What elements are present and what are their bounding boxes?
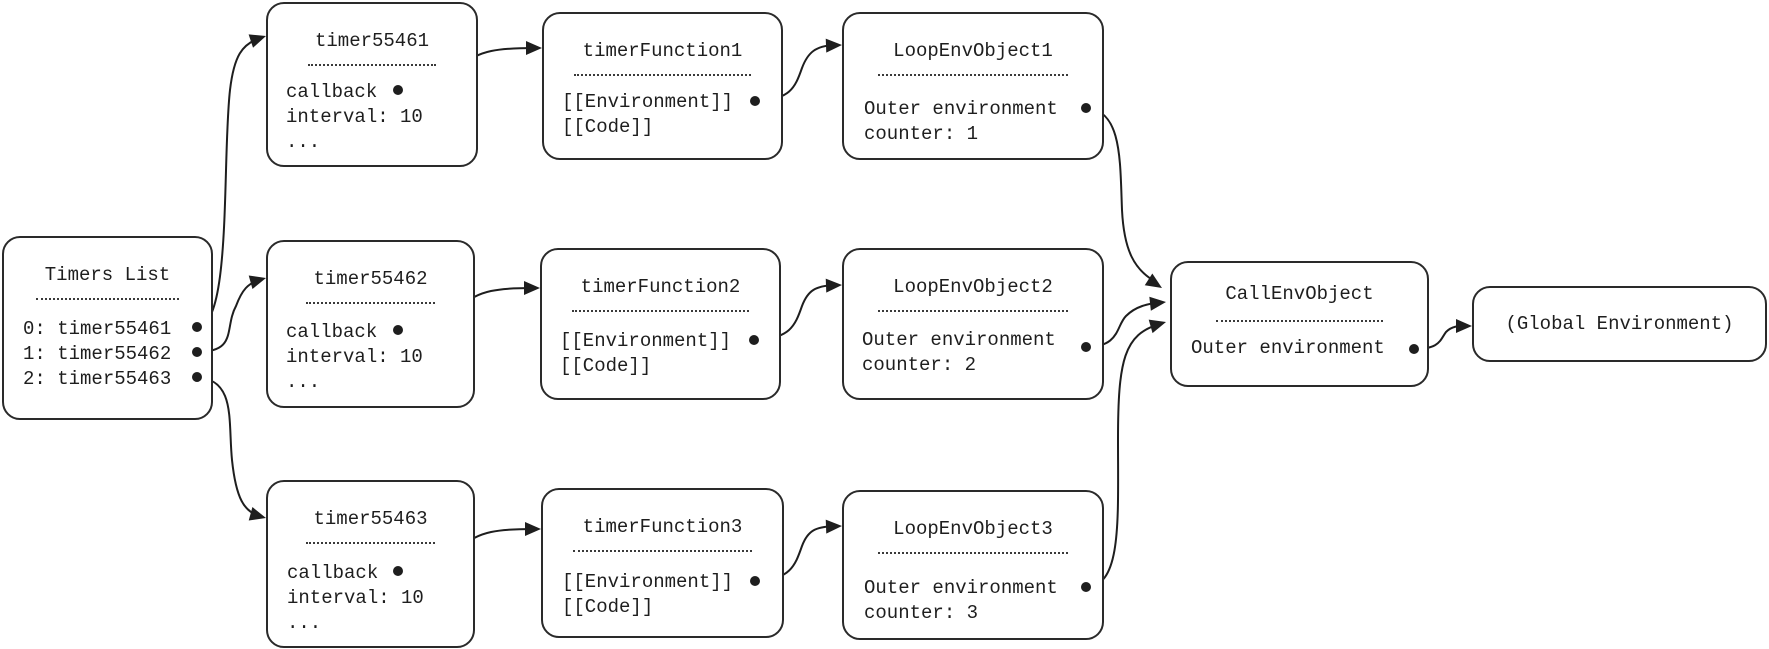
timer-title: timer55462: [313, 268, 428, 290]
timer-ellipsis: ...: [286, 131, 321, 153]
loop-env-counter-field: counter: 2: [862, 354, 977, 376]
arrowhead-timer-3-to-function-3: [525, 522, 541, 536]
pointer-dot: [393, 85, 403, 95]
global-env-box: (Global Environment): [1472, 286, 1767, 362]
title-separator: [573, 550, 752, 552]
timer-title: timer55461: [314, 30, 430, 52]
pointer-dot: [1409, 344, 1419, 354]
timer-interval-field: interval: 10: [287, 587, 424, 609]
timer-ellipsis: ...: [286, 371, 321, 393]
arrowhead-list-to-timer-2: [248, 275, 266, 290]
connector-list-to-timer-2: [196, 279, 261, 353]
arrowhead-loop-env-1-to-call-env: [1144, 273, 1162, 288]
loop-env-outer-field: Outer environment: [864, 98, 1058, 120]
global-env-title: (Global Environment): [1505, 313, 1734, 335]
pointer-dot: [393, 325, 403, 335]
timer-box-3: timer55463 callback interval: 10 ...: [266, 480, 475, 648]
arrowhead-list-to-timer-3: [248, 507, 266, 521]
loop-env-title: LoopEnvObject3: [893, 518, 1053, 540]
connector-list-to-timer-3: [196, 376, 261, 517]
arrowhead-loop-env-2-to-call-env: [1149, 296, 1166, 311]
title-separator: [36, 298, 179, 300]
pointer-dot: [192, 322, 202, 332]
title-separator: [878, 310, 1068, 312]
timer-function-box-1: timerFunction1 [[Environment]] [[Code]]: [542, 12, 783, 160]
loop-env-outer-field: Outer environment: [862, 329, 1056, 351]
arrowhead-timer-1-to-function-1: [526, 41, 542, 55]
pointer-dot: [1081, 342, 1091, 352]
call-env-box: CallEnvObject Outer environment: [1170, 261, 1429, 387]
pointer-dot: [749, 335, 759, 345]
function-code-field: [[Code]]: [560, 355, 652, 377]
pointer-dot: [1081, 103, 1091, 113]
pointer-dot: [750, 96, 760, 106]
loop-env-box-2: LoopEnvObject2 Outer environment counter…: [842, 248, 1104, 400]
timers-list-box: Timers List 0: timer55461 1: timer55462 …: [2, 236, 213, 420]
timer-function-box-3: timerFunction3 [[Environment]] [[Code]]: [541, 488, 784, 638]
function-environment-field: [[Environment]]: [562, 91, 734, 113]
function-code-field: [[Code]]: [562, 116, 654, 138]
loop-env-counter-field: counter: 3: [864, 602, 979, 624]
timer-interval-field: interval: 10: [286, 346, 423, 368]
call-env-outer-field: Outer environment: [1191, 337, 1385, 359]
timers-list-entry-2: 2: timer55463: [23, 368, 172, 390]
function-title: timerFunction2: [580, 276, 741, 298]
title-separator: [572, 310, 749, 312]
arrowhead-function-3-to-loop-env-3: [825, 519, 842, 534]
arrowhead-timer-2-to-function-2: [524, 281, 540, 295]
timers-list-title: Timers List: [44, 264, 171, 286]
title-separator: [878, 74, 1068, 76]
connector-loop-env-3-to-call-env: [1085, 323, 1161, 588]
timer-box-2: timer55462 callback interval: 10 ...: [266, 240, 475, 408]
pointer-dot: [192, 372, 202, 382]
function-title: timerFunction3: [582, 516, 743, 538]
loop-env-box-3: LoopEnvObject3 Outer environment counter…: [842, 490, 1104, 640]
loop-env-outer-field: Outer environment: [864, 577, 1058, 599]
timers-list-entry-0: 0: timer55461: [23, 318, 172, 340]
arrowhead-call-env-to-global-env: [1456, 319, 1472, 333]
timer-callback-field: callback: [287, 562, 379, 584]
timer-function-box-2: timerFunction2 [[Environment]] [[Code]]: [540, 248, 781, 400]
function-environment-field: [[Environment]]: [560, 330, 732, 352]
title-separator: [306, 542, 435, 544]
connector-list-to-timer-1: [196, 37, 261, 328]
call-env-title: CallEnvObject: [1225, 283, 1374, 305]
arrowhead-function-2-to-loop-env-2: [825, 278, 842, 293]
function-code-field: [[Code]]: [562, 596, 654, 618]
loop-env-title: LoopEnvObject1: [893, 40, 1053, 62]
connector-loop-env-2-to-call-env: [1085, 301, 1161, 348]
timers-list-entry-1: 1: timer55462: [23, 343, 172, 365]
pointer-dot: [393, 566, 403, 576]
arrowhead-function-1-to-loop-env-1: [825, 38, 842, 53]
pointer-dot: [1081, 582, 1091, 592]
loop-env-counter-field: counter: 1: [864, 123, 979, 145]
pointer-dot: [192, 347, 202, 357]
arrowhead-list-to-timer-1: [248, 34, 266, 48]
timer-callback-field: callback: [286, 81, 378, 103]
loop-env-title: LoopEnvObject2: [893, 276, 1053, 298]
function-title: timerFunction1: [582, 40, 743, 62]
timer-title: timer55463: [313, 508, 428, 530]
title-separator: [878, 552, 1068, 554]
timer-ellipsis: ...: [287, 612, 322, 634]
arrowhead-loop-env-3-to-call-env: [1148, 319, 1166, 334]
title-separator: [308, 64, 436, 66]
pointer-dot: [750, 576, 760, 586]
connector-loop-env-1-to-call-env: [1085, 107, 1157, 283]
timer-interval-field: interval: 10: [286, 106, 423, 128]
loop-env-box-1: LoopEnvObject1 Outer environment counter…: [842, 12, 1104, 160]
timer-box-1: timer55461 callback interval: 10 ...: [266, 2, 478, 167]
title-separator: [306, 302, 435, 304]
title-separator: [574, 74, 751, 76]
timer-callback-field: callback: [286, 321, 378, 343]
title-separator: [1216, 320, 1383, 322]
function-environment-field: [[Environment]]: [562, 571, 734, 593]
